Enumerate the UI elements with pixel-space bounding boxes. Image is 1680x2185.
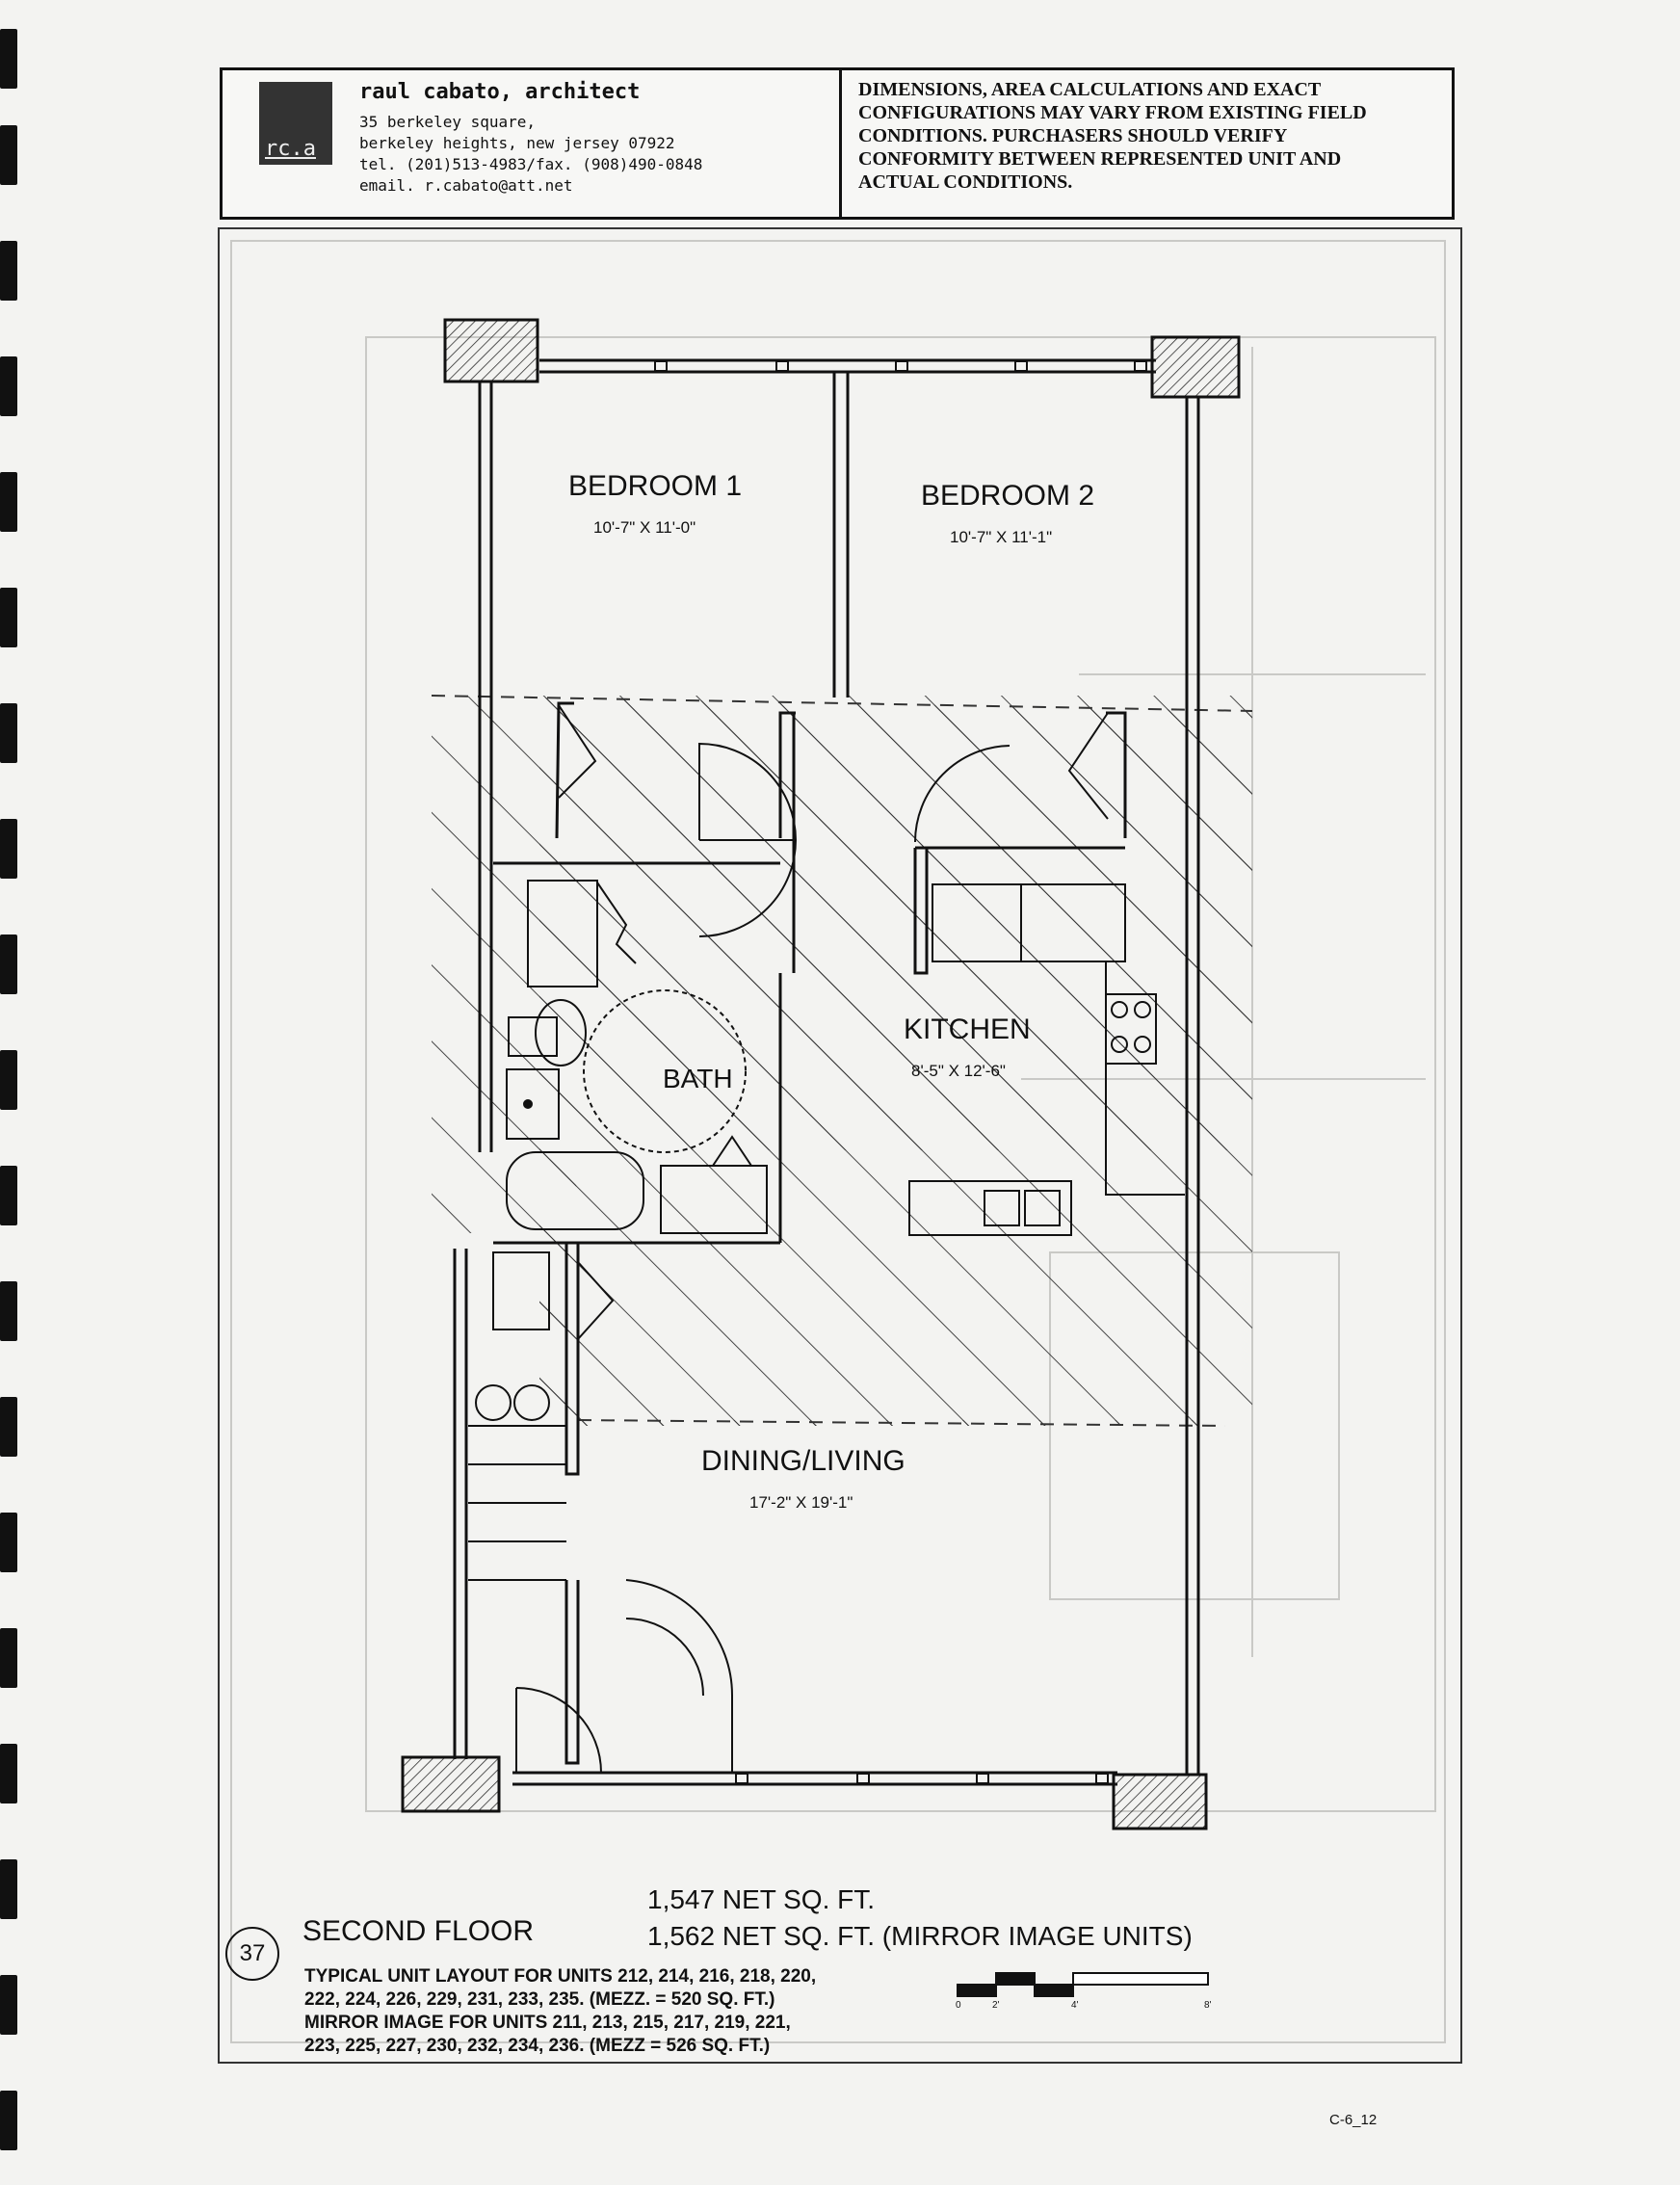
column-bottom-left [401, 1755, 501, 1813]
note-line: 223, 225, 227, 230, 232, 234, 236. (MEZZ… [304, 2036, 771, 2056]
kitchen-dims: 8'-5" X 12'-6" [911, 1062, 1006, 1080]
firm-logo: rc.a [259, 82, 332, 165]
scale-label: 8' [1204, 2000, 1212, 2011]
scale-label: 2' [992, 2000, 1000, 2011]
unit-notes: TYPICAL UNIT LAYOUT FOR UNITS 212, 214, … [304, 1965, 816, 2058]
scale-bar [957, 1972, 1209, 1997]
windows [654, 360, 1147, 1784]
scale-label: 4' [1071, 2000, 1079, 2011]
sheet-code: C-6_12 [1329, 2112, 1378, 2128]
kitchen-fixtures [908, 883, 1185, 1236]
disclaimer-line: CONFORMITY BETWEEN REPRESENTED UNIT AND [858, 148, 1342, 170]
disclaimer-line: CONFIGURATIONS MAY VARY FROM EXISTING FI… [858, 102, 1367, 123]
bath-fixtures [506, 880, 768, 1234]
net-area: 1,547 NET SQ. FT. [647, 1884, 876, 1914]
disclaimer: DIMENSIONS, AREA CALCULATIONS AND EXACT … [858, 78, 1446, 194]
logo-text: rc.a [265, 137, 316, 161]
floor-title: SECOND FLOOR [302, 1915, 535, 1947]
disclaimer-line: DIMENSIONS, AREA CALCULATIONS AND EXACT [858, 79, 1322, 100]
kitchen-label: KITCHEN [904, 1014, 1031, 1045]
note-line: 222, 224, 226, 229, 231, 233, 235. (MEZZ… [304, 1989, 775, 2010]
bath-label: BATH [663, 1064, 733, 1093]
title-block-divider [839, 70, 842, 217]
bedroom1-dims: 10'-7" X 11'-0" [593, 518, 696, 537]
bedroom2-label: BEDROOM 2 [921, 480, 1095, 512]
address-line-2: berkeley heights, new jersey 07922 [359, 134, 675, 152]
address-line-1: 35 berkeley square, [359, 113, 537, 131]
net-area-mirror: 1,562 NET SQ. FT. (MIRROR IMAGE UNITS) [647, 1921, 1193, 1951]
note-line: MIRROR IMAGE FOR UNITS 211, 213, 215, 21… [304, 2013, 791, 2033]
bedroom2-dims: 10'-7" X 11'-1" [950, 528, 1053, 546]
dining-living-dims: 17'-2" X 19'-1" [749, 1493, 853, 1512]
interior-walls [493, 372, 1127, 1765]
scale-label: 0 [956, 2000, 961, 2011]
column-top-left [443, 318, 539, 383]
firm-name: raul cabato, architect [359, 80, 641, 104]
title-block: rc.a raul cabato, architect 35 berkeley … [220, 67, 1455, 220]
stair [468, 1251, 566, 1581]
dining-living-label: DINING/LIVING [701, 1445, 906, 1477]
column-top-right [1150, 335, 1241, 399]
sheet-number-circle: 37 [225, 1927, 279, 1981]
disclaimer-line: ACTUAL CONDITIONS. [858, 171, 1073, 193]
note-line: TYPICAL UNIT LAYOUT FOR UNITS 212, 214, … [304, 1966, 817, 1987]
doors [515, 704, 1109, 1774]
hatch-zone [539, 696, 1252, 1426]
column-bottom-right [1112, 1773, 1208, 1830]
sheet-frame [218, 227, 1462, 2064]
binding-holes [0, 0, 29, 2185]
disclaimer-line: CONDITIONS. PURCHASERS SHOULD VERIFY [858, 125, 1288, 146]
phone-line: tel. (201)513-4983/fax. (908)490-0848 [359, 155, 703, 173]
email-line: email. r.cabato@att.net [359, 176, 573, 195]
bedroom1-label: BEDROOM 1 [568, 470, 743, 502]
